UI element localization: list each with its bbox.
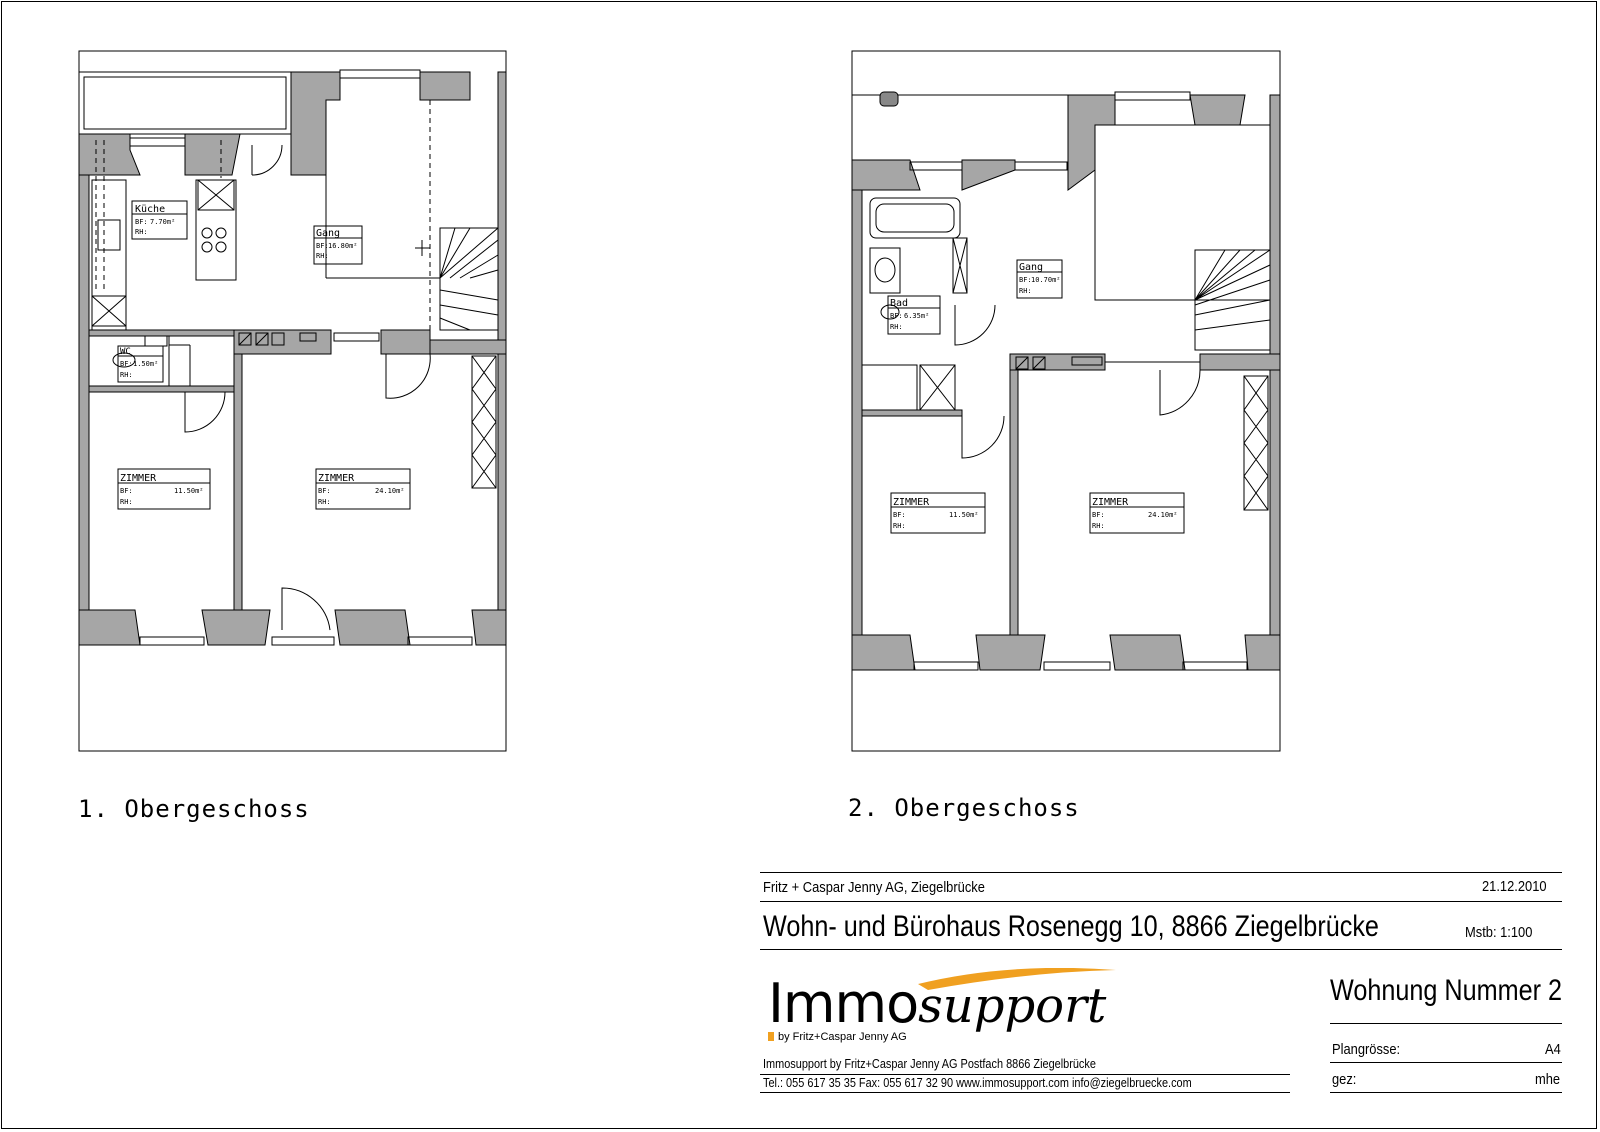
svg-text:BF:: BF: [1019, 276, 1032, 284]
plan-size-rule [1330, 1062, 1562, 1063]
title-block-rule-3 [760, 949, 1562, 950]
unit-rule [1330, 1023, 1562, 1024]
owner-text: Fritz + Caspar Jenny AG, Ziegelbrücke [763, 879, 985, 896]
floor-caption-2: 2. Obergeschoss [848, 794, 1080, 822]
plan-size-value: A4 [1545, 1041, 1561, 1058]
drawn-by-value: mhe [1535, 1071, 1561, 1088]
svg-text:RH:: RH: [316, 252, 329, 260]
room-label-wc: WC BF: 1.50m² RH: [117, 345, 164, 383]
svg-text:RH:: RH: [1019, 287, 1032, 295]
address-rule [760, 1074, 1290, 1075]
svg-text:RH:: RH: [120, 371, 133, 379]
svg-text:11.50m²: 11.50m² [174, 487, 204, 495]
contact-rule [760, 1092, 1290, 1093]
svg-text:11.50m²: 11.50m² [949, 511, 979, 519]
plan-size-label: Plangrösse: [1332, 1041, 1401, 1058]
svg-text:BF:: BF: [893, 511, 906, 519]
svg-text:1.50m²: 1.50m² [133, 360, 158, 368]
room-name: WC [120, 347, 131, 357]
svg-text:BF:: BF: [318, 487, 331, 495]
drawn-by-rule [1330, 1092, 1562, 1093]
room-label-zimmer-1a: ZIMMER BF: 11.50m² RH: [117, 468, 211, 510]
room-name: ZIMMER [120, 473, 157, 484]
floor-plan-2: .w2{fill:#a6a6a6;stroke:#000;stroke-widt… [851, 50, 1281, 752]
room-label-zimmer-2b: ZIMMER BF: 24.10m² RH: [1089, 492, 1185, 534]
room-name: Küche [135, 204, 165, 215]
title-block-top-rule [760, 872, 1562, 873]
contact-text: Tel.: 055 617 35 35 Fax: 055 617 32 90 w… [763, 1075, 1192, 1090]
room-name: ZIMMER [1092, 497, 1129, 508]
svg-text:RH:: RH: [893, 522, 906, 530]
svg-text:BF:: BF: [1092, 511, 1105, 519]
svg-text:7.70m²: 7.70m² [150, 218, 175, 226]
logo-accent-square [768, 1032, 774, 1041]
svg-text:BF:: BF: [135, 218, 148, 226]
svg-text:6.35m²: 6.35m² [904, 312, 929, 320]
room-name: Gang [316, 228, 340, 239]
svg-text:RH:: RH: [318, 498, 331, 506]
drawn-by-label: gez: [1332, 1071, 1357, 1088]
room-label-bad: Bad BF: 6.35m² RH: [887, 295, 941, 335]
floor-caption-1: 1. Obergeschoss [78, 795, 310, 823]
svg-text:RH:: RH: [1092, 522, 1105, 530]
svg-text:BF:: BF: [120, 360, 133, 368]
title-block-rule-2 [760, 901, 1562, 902]
room-label-zimmer-1b: ZIMMER BF: 24.10m² RH: [315, 468, 411, 510]
room-label-gang-1: Gang BF: 16.80m² RH: [313, 225, 363, 265]
room-name: Bad [890, 298, 908, 309]
room-label-gang-2: Gang BF: 10.70m² RH: [1016, 259, 1063, 299]
plot-outline [851, 50, 1281, 752]
svg-text:BF:: BF: [316, 242, 329, 250]
logo-support: support [918, 978, 1107, 1034]
date-text: 21.12.2010 [1482, 878, 1547, 895]
svg-text:BF:: BF: [890, 312, 903, 320]
svg-text:24.10m²: 24.10m² [1148, 511, 1178, 519]
logo-subtitle: by Fritz+Caspar Jenny AG [778, 1031, 907, 1043]
svg-text:24.10m²: 24.10m² [375, 487, 405, 495]
room-label-zimmer-2a: ZIMMER BF: 11.50m² RH: [890, 492, 986, 534]
logo-immo: Immo [768, 972, 919, 1035]
scale-text: Mstb: 1:100 [1465, 924, 1533, 941]
address-text: Immosupport by Fritz+Caspar Jenny AG Pos… [763, 1056, 1096, 1071]
svg-text:BF:: BF: [120, 487, 133, 495]
room-name: Gang [1019, 262, 1043, 273]
project-title: Wohn- und Bürohaus Rosenegg 10, 8866 Zie… [763, 910, 1379, 943]
svg-text:RH:: RH: [135, 228, 148, 236]
room-label-kueche: Küche BF: 7.70m² RH: [131, 200, 188, 240]
floor-plan-1: .w{fill:#a6a6a6;stroke:#000;stroke-width… [78, 50, 507, 752]
logo-swoosh-icon [918, 968, 1116, 990]
svg-text:10.70m²: 10.70m² [1031, 276, 1061, 284]
svg-text:16.80m²: 16.80m² [328, 242, 358, 250]
room-name: ZIMMER [893, 497, 930, 508]
unit-title: Wohnung Nummer 2 [1330, 974, 1563, 1007]
svg-text:RH:: RH: [890, 323, 903, 331]
svg-text:RH:: RH: [120, 498, 133, 506]
room-name: ZIMMER [318, 473, 355, 484]
